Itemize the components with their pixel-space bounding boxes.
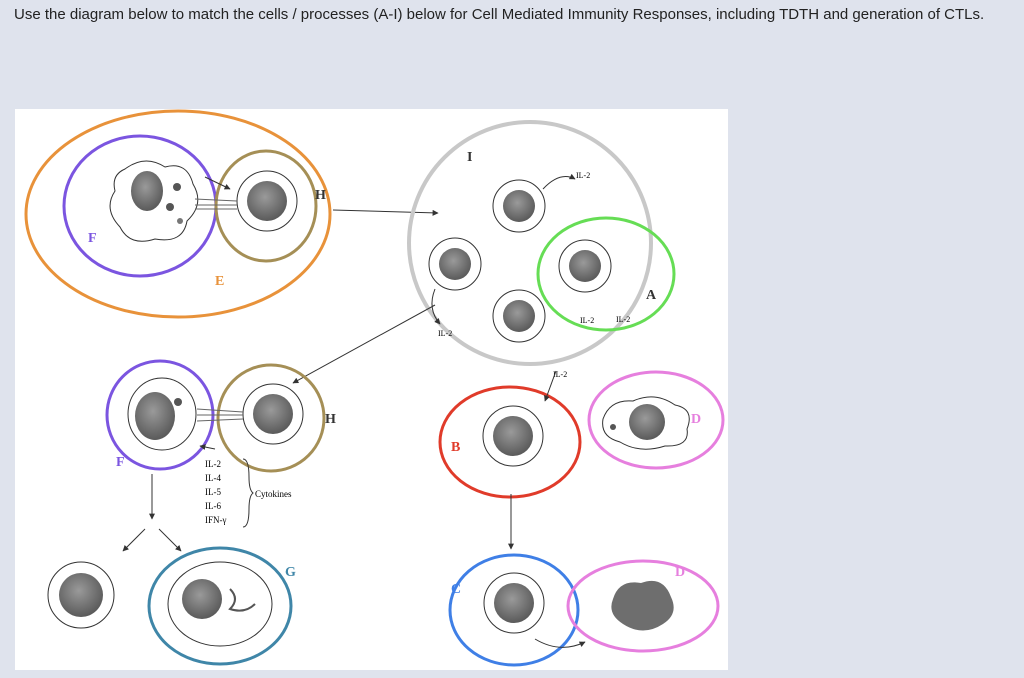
label-i: I	[467, 150, 472, 165]
label-g: G	[285, 565, 296, 580]
clonal-cell-bottom	[492, 289, 546, 343]
label-f-middle: F	[116, 455, 125, 470]
red-ring-b	[438, 385, 582, 499]
il2-label-2: IL-2	[616, 315, 630, 324]
svg-text:IL-4: IL-4	[205, 473, 221, 483]
arrow-to-middle-th	[292, 304, 436, 384]
svg-text:IL-2: IL-2	[205, 459, 221, 469]
th-cell-middle	[242, 383, 304, 445]
th-cell-top-nucleus	[247, 181, 287, 221]
blue-ring-c	[448, 553, 580, 667]
teal-ring-g	[147, 546, 293, 666]
label-b: B	[451, 440, 460, 455]
lysed-target-cell	[611, 580, 674, 631]
gray-ring-i	[407, 120, 653, 366]
ctl-cell-middle	[482, 405, 544, 467]
label-c: C	[451, 582, 461, 597]
clonal-cell-right	[558, 239, 612, 293]
clonal-cell-top	[492, 179, 546, 233]
ctl-cell-bottom	[483, 572, 545, 634]
activated-macrophage	[47, 561, 115, 629]
green-ring-a	[536, 216, 676, 332]
cytokines-label: Cytokines	[255, 489, 292, 499]
question-text: Use the diagram below to match the cells…	[14, 6, 985, 23]
label-d-bottom: D	[675, 565, 685, 580]
macrophage-top-nucleus	[131, 171, 163, 211]
il2-label-4: IL-2	[553, 370, 567, 379]
pink-ring-d-top	[587, 370, 725, 470]
label-h-top: H	[315, 188, 326, 203]
label-a: A	[646, 288, 657, 303]
il2-label-5: IL-2	[580, 316, 594, 325]
svg-text:IFN-γ: IFN-γ	[205, 515, 226, 525]
il2-label-1: IL-2	[576, 171, 590, 180]
macrophage-middle	[127, 377, 197, 451]
olive-ring-h-top	[214, 149, 318, 263]
plasma-like-cell	[167, 561, 273, 647]
label-f-top: F	[88, 231, 97, 246]
label-d-top: D	[691, 412, 701, 427]
clonal-cell-left	[428, 237, 482, 291]
olive-ring-h-middle	[216, 363, 326, 473]
svg-text:IL-6: IL-6	[205, 501, 221, 511]
pink-ring-d-bottom	[566, 559, 720, 653]
svg-text:IL-5: IL-5	[205, 487, 221, 497]
immunity-diagram: F E H I A IL-2 IL-2 IL-2 IL-2 IL-2	[15, 109, 728, 670]
label-e: E	[215, 274, 224, 289]
diagram-svg: F E H I A IL-2 IL-2 IL-2 IL-2 IL-2	[24, 109, 725, 667]
orange-ring-e	[24, 109, 332, 319]
target-cell-top	[602, 396, 690, 450]
il2-label-3: IL-2	[438, 329, 452, 338]
cytokine-list: IL-2 IL-4 IL-5 IL-6 IFN-γ Cytokines	[205, 458, 292, 528]
label-h-middle: H	[325, 412, 336, 427]
arrow-to-clonal	[332, 209, 439, 216]
